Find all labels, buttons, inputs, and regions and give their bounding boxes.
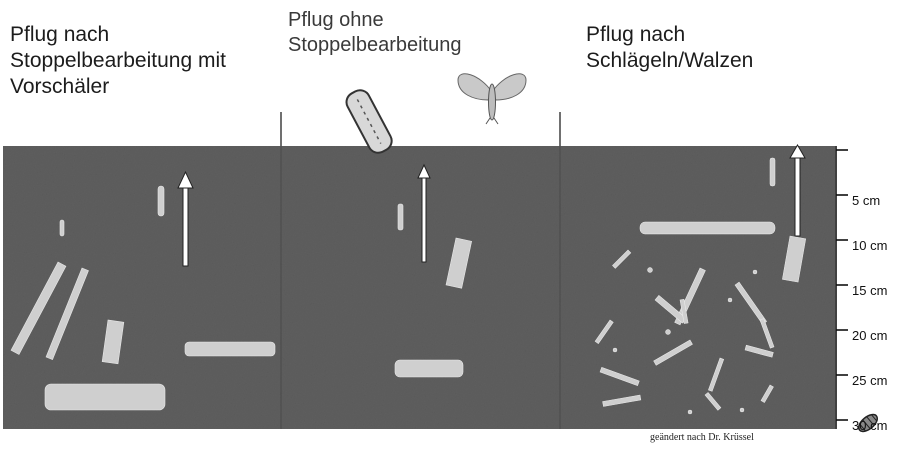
residue-fleck	[728, 298, 732, 302]
residue-fleck	[648, 268, 653, 273]
stalk-piece	[45, 384, 165, 410]
depth-ruler	[836, 146, 848, 429]
residue-fleck	[666, 330, 671, 335]
stalk-piece	[770, 158, 775, 186]
source-credit: geändert nach Dr. Krüssel	[650, 432, 754, 443]
larva-icon	[343, 87, 395, 157]
stalk-piece	[398, 204, 403, 230]
residue-fleck	[613, 348, 617, 352]
stalk-piece	[640, 222, 775, 234]
residue-fleck	[753, 270, 757, 274]
depth-label-30cm: 30 cm	[852, 418, 887, 433]
residue-fleck	[688, 410, 692, 414]
stalk-piece	[60, 220, 64, 236]
depth-label-20cm: 20 cm	[852, 328, 887, 343]
residue-fleck	[740, 408, 744, 412]
moth-icon	[458, 74, 526, 124]
stalk-piece	[185, 342, 275, 356]
depth-label-10cm: 10 cm	[852, 238, 887, 253]
depth-label-5cm: 5 cm	[852, 193, 880, 208]
depth-label-15cm: 15 cm	[852, 283, 887, 298]
stalk-piece	[395, 360, 463, 377]
depth-label-25cm: 25 cm	[852, 373, 887, 388]
stalk-piece	[158, 186, 164, 216]
